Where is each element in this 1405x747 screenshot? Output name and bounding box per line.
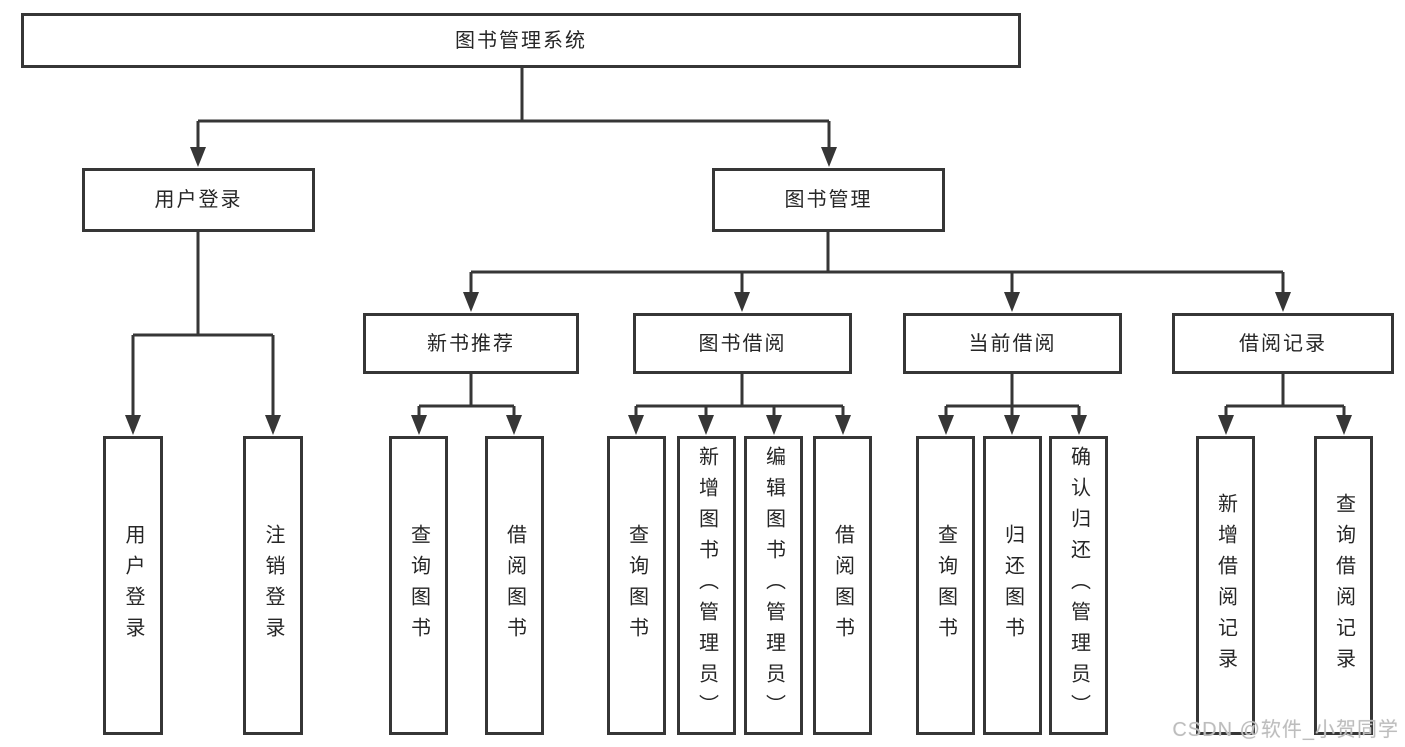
node-root-system: 图书管理系统 [21,13,1021,68]
arrowheads [125,147,1352,435]
node-book-management: 图书管理 [712,168,945,232]
connector-userlogin-to-leaves [131,232,275,420]
leaf-query-borrow-record: 查询借阅记录 [1314,436,1373,735]
leaf-edit-books-admin: 编辑图书（管理员） [744,436,803,735]
connector-newbook-to-leaves [417,374,516,420]
node-user-login: 用户登录 [82,168,315,232]
arrow-down-icon [1336,415,1352,435]
connector-current-to-leaves [944,374,1081,420]
node-label: 新书推荐 [427,332,515,355]
leaf-user-login: 用户登录 [103,436,163,735]
node-label: 借阅图书 [831,523,854,648]
arrow-down-icon [463,292,479,312]
leaf-query-books-recommend: 查询图书 [389,436,448,735]
node-label: 新增图书（管理员） [695,446,718,725]
node-label: 查询图书 [407,523,430,648]
node-new-book-recommend: 新书推荐 [363,313,579,374]
node-label: 确认归还（管理员） [1067,446,1090,725]
arrow-down-icon [411,415,427,435]
node-label: 归还图书 [1001,523,1024,648]
leaf-add-books-admin: 新增图书（管理员） [677,436,736,735]
leaf-confirm-return-admin: 确认归还（管理员） [1049,436,1108,735]
arrow-down-icon [1004,292,1020,312]
node-label: 借阅记录 [1239,332,1327,355]
node-label: 用户登录 [122,523,144,648]
arrow-down-icon [1275,292,1291,312]
node-label: 查询图书 [934,523,957,648]
leaf-borrow-books-recommend: 借阅图书 [485,436,544,735]
node-current-borrowing: 当前借阅 [903,313,1122,374]
connector-borrow-to-leaves [634,374,845,420]
arrow-down-icon [734,292,750,312]
leaf-logout: 注销登录 [243,436,303,735]
csdn-watermark: CSDN @软件_小贺同学 [1172,719,1399,741]
arrow-down-icon [766,415,782,435]
arrow-down-icon [835,415,851,435]
connector-root-to-level2 [196,68,831,152]
node-label: 图书借阅 [698,332,787,355]
connector-bookmgmt-to-level3 [469,232,1285,297]
arrow-down-icon [1218,415,1234,435]
leaf-query-books-current: 查询图书 [916,436,975,735]
node-label: 新增借阅记录 [1214,492,1237,679]
node-borrowing-records: 借阅记录 [1172,313,1394,374]
arrow-down-icon [628,415,644,435]
arrow-down-icon [190,147,206,167]
arrow-down-icon [698,415,714,435]
node-label: 图书管理 [784,189,873,211]
node-label: 查询借阅记录 [1332,492,1355,679]
arrow-down-icon [1004,415,1020,435]
node-label: 编辑图书（管理员） [762,446,785,725]
connector-records-to-leaves [1224,374,1346,420]
leaf-query-books-borrow: 查询图书 [607,436,666,735]
node-label: 注销登录 [262,523,284,648]
node-book-borrowing: 图书借阅 [633,313,852,374]
leaf-borrow-books: 借阅图书 [813,436,872,735]
arrow-down-icon [938,415,954,435]
leaf-return-books: 归还图书 [983,436,1042,735]
node-label: 借阅图书 [503,523,526,648]
node-label: 当前借阅 [968,332,1057,355]
node-label: 查询图书 [625,523,648,648]
node-label: 用户登录 [154,189,243,211]
arrow-down-icon [1071,415,1087,435]
leaf-add-borrow-record: 新增借阅记录 [1196,436,1255,735]
arrow-down-icon [821,147,837,167]
node-label: 图书管理系统 [455,29,587,52]
arrow-down-icon [125,415,141,435]
arrow-down-icon [506,415,522,435]
arrow-down-icon [265,415,281,435]
